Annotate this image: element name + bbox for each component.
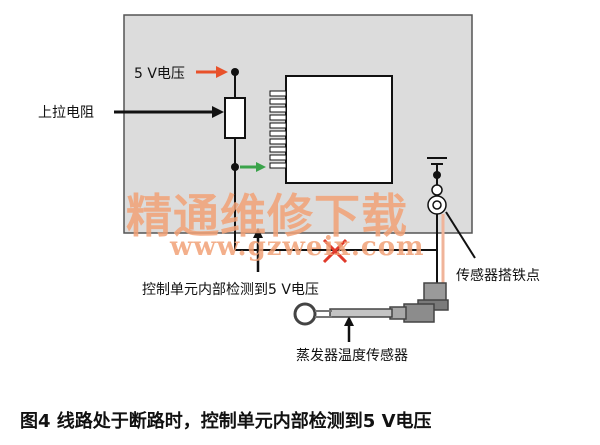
watermark-url: www.gzweix.com <box>170 232 425 262</box>
junction-top <box>231 68 239 76</box>
circuit-wires <box>234 72 438 292</box>
pullup-arrow-icon <box>114 106 224 118</box>
detect-arrow-icon <box>253 228 263 272</box>
watermark-main: 精通维修下载 <box>126 189 408 243</box>
voltage-arrow-icon <box>196 66 228 78</box>
sensor-pointer-icon <box>344 316 354 342</box>
pullup-resistor <box>224 97 246 139</box>
open-circuit-cross-icon <box>322 238 348 264</box>
voltage-label: 5 V电压 <box>134 66 185 82</box>
ground-symbol-icon <box>427 157 447 170</box>
signal-arrow-icon <box>240 162 266 172</box>
junction-mid <box>231 163 239 171</box>
pullup-resistor-label: 上拉电阻 <box>38 105 94 121</box>
ic-pins <box>269 90 287 169</box>
ic-chip <box>285 75 393 184</box>
figure-caption: 图4 线路处于断路时，控制单元内部检测到5 V电压 <box>20 411 432 432</box>
ground-point-pointer <box>445 211 476 259</box>
ground-point-label: 传感器搭铁点 <box>456 268 540 284</box>
sensor-body-icon <box>293 282 449 326</box>
sensor-label: 蒸发器温度传感器 <box>296 348 408 364</box>
ground-junction <box>433 171 441 179</box>
detect-label: 控制单元内部检测到5 V电压 <box>142 282 319 298</box>
ground-terminal-icon <box>427 184 447 215</box>
